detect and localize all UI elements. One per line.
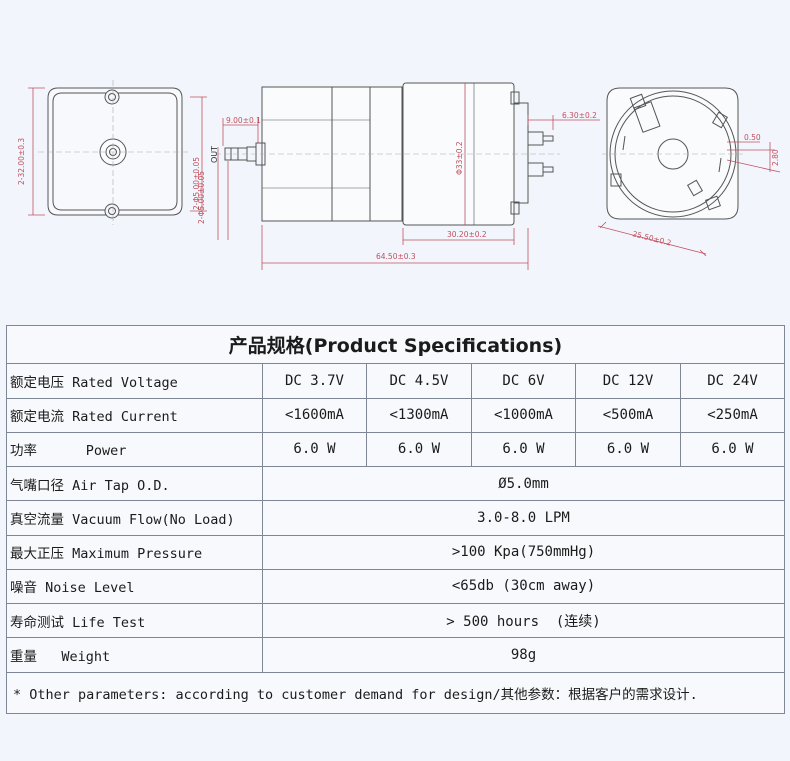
table-row: 重量 Weight 98g — [6, 637, 785, 673]
technical-drawing: 2-32.00±0.3 2-Φ5.00±0.05 OUT — [17, 80, 781, 270]
table-row: 气嘴口径 Air Tap O.D. Ø5.0mm — [6, 466, 785, 502]
row-label: 寿命测试 Life Test — [6, 603, 263, 639]
side-view-dims — [217, 83, 600, 270]
table-row: 真空流量 Vacuum Flow(No Load) 3.0-8.0 LPM — [6, 500, 785, 536]
row-label: 功率 Power — [6, 431, 263, 468]
row-label: 气嘴口径 Air Tap O.D. — [6, 466, 263, 502]
table-cell: DC 24V — [680, 363, 785, 399]
row-label: 额定电流 Rated Current — [6, 397, 263, 433]
terminal-length-dim: 6.30±0.2 — [562, 111, 597, 120]
table-cell: 6.0 W — [680, 431, 785, 468]
table-row: 噪音 Noise Level <65db (30cm away) — [6, 568, 785, 605]
table-row: 额定电流 Rated Current <1600mA <1300mA <1000… — [6, 397, 785, 433]
table-cell: 6.0 W — [575, 431, 681, 468]
table-cell: <1300mA — [366, 397, 472, 433]
table-cell: DC 3.7V — [262, 363, 367, 399]
table-cell: 6.0 W — [366, 431, 472, 468]
terminal-spacing-dim: 2.80 — [771, 149, 780, 166]
table-cell: <500mA — [575, 397, 681, 433]
table-cell: DC 12V — [575, 363, 681, 399]
row-label: 真空流量 Vacuum Flow(No Load) — [6, 500, 263, 536]
table-cell: 6.0 W — [262, 431, 367, 468]
table-cell: DC 6V — [471, 363, 576, 399]
port-label: OUT — [210, 146, 219, 163]
table-cell: <65db (30cm away) — [262, 568, 785, 605]
table-cell: 98g — [262, 637, 785, 673]
spec-title: 产品规格(Product Specifications) — [6, 324, 785, 365]
table-row: 额定电压 Rated Voltage DC 3.7V DC 4.5V DC 6V… — [6, 363, 785, 399]
terminal-width-dim: 0.50 — [744, 133, 761, 142]
front-view — [38, 80, 190, 225]
body-diameter-dim: Φ33±0.2 — [455, 141, 464, 175]
rear-view-dims — [597, 141, 781, 257]
table-cell: DC 4.5V — [366, 363, 472, 399]
table-cell: >100 Kpa(750mmHg) — [262, 534, 785, 570]
side-view — [215, 82, 560, 226]
row-label: 重量 Weight — [6, 637, 263, 673]
row-label: 额定电压 Rated Voltage — [6, 363, 263, 399]
row-label: 最大正压 Maximum Pressure — [6, 534, 263, 570]
table-cell: 6.0 W — [471, 431, 576, 468]
nozzle-length-dim: 9.00±0.1 — [226, 116, 261, 125]
tap-dim: 2-Φ5.00±0.05 — [197, 171, 206, 224]
table-row: 最大正压 Maximum Pressure >100 Kpa(750mmHg) — [6, 534, 785, 570]
motor-length-dim: 30.20±0.2 — [447, 230, 487, 239]
table-cell: 3.0-8.0 LPM — [262, 500, 785, 536]
table-cell: > 500 hours (连续) — [262, 603, 785, 639]
table-cell: <250mA — [680, 397, 785, 433]
rear-view — [602, 87, 745, 220]
table-cell: <1600mA — [262, 397, 367, 433]
rear-width-dim: 25.50±0.2 — [632, 229, 673, 247]
spec-table: 产品规格(Product Specifications) 额定电压 Rated … — [6, 324, 785, 715]
table-cell: Ø5.0mm — [262, 466, 785, 502]
hole-spacing-dim: 2-Φ5.00±0.05 — [192, 157, 201, 210]
footnote: * Other parameters: according to custome… — [6, 671, 785, 715]
front-width-dim: 2-32.00±0.3 — [17, 138, 26, 185]
table-row: 功率 Power 6.0 W 6.0 W 6.0 W 6.0 W 6.0 W — [6, 431, 785, 468]
table-cell: <1000mA — [471, 397, 576, 433]
table-row: 寿命测试 Life Test > 500 hours (连续) — [6, 603, 785, 639]
total-length-dim: 64.50±0.3 — [376, 252, 416, 261]
front-view-dims — [28, 87, 207, 216]
row-label: 噪音 Noise Level — [6, 568, 263, 605]
